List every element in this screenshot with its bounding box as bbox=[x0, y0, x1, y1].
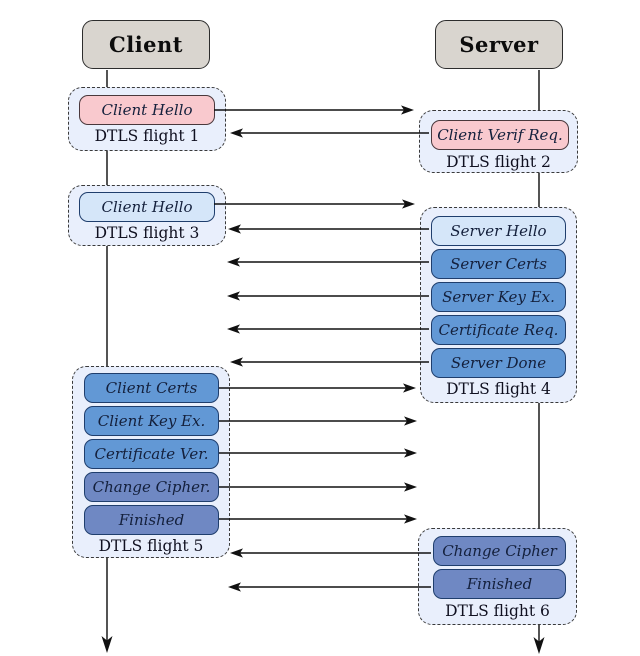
flow-client-certs bbox=[219, 383, 416, 393]
flight-4-group: Server Hello Server Certs Server Key Ex.… bbox=[420, 207, 577, 403]
flight-5-group: Client Certs Client Key Ex. Certificate … bbox=[72, 366, 230, 558]
flow-client-hello-2 bbox=[214, 199, 415, 209]
message-server-key-ex: Server Key Ex. bbox=[431, 282, 566, 312]
flow-change-cipher-server bbox=[230, 548, 431, 558]
flow-client-hello-1 bbox=[214, 105, 414, 115]
message-client-certs: Client Certs bbox=[84, 373, 219, 403]
flow-finished-server bbox=[228, 582, 431, 592]
message-client-hello-1: Client Hello bbox=[79, 95, 215, 125]
flow-client-key-ex bbox=[219, 416, 417, 426]
flow-client-verif-req bbox=[230, 128, 429, 138]
actor-client-label: Client bbox=[109, 32, 183, 57]
flow-certificate-ver bbox=[219, 448, 417, 458]
message-server-done: Server Done bbox=[431, 348, 566, 378]
flow-server-done bbox=[230, 357, 429, 367]
flight-2-label: DTLS flight 2 bbox=[446, 153, 551, 171]
message-certificate-req: Certificate Req. bbox=[431, 315, 566, 345]
message-change-cipher-server: Change Cipher bbox=[433, 536, 566, 566]
message-client-key-ex: Client Key Ex. bbox=[84, 406, 219, 436]
flow-certificate-req bbox=[227, 324, 429, 334]
client-lifeline-arrowhead-icon bbox=[101, 636, 113, 653]
message-client-hello-2: Client Hello bbox=[79, 192, 215, 222]
flight-4-label: DTLS flight 4 bbox=[446, 380, 551, 398]
actor-server-box: Server bbox=[435, 20, 563, 69]
message-client-verif-req: Client Verif Req. bbox=[431, 120, 569, 150]
actor-server-label: Server bbox=[459, 32, 539, 57]
flow-finished-client bbox=[219, 514, 417, 524]
flight-6-label: DTLS flight 6 bbox=[445, 602, 550, 620]
flight-2-group: Client Verif Req. DTLS flight 2 bbox=[419, 110, 578, 173]
flight-3-group: Client Hello DTLS flight 3 bbox=[68, 185, 226, 246]
message-finished-client: Finished bbox=[84, 505, 219, 535]
flight-5-label: DTLS flight 5 bbox=[98, 537, 204, 555]
flow-server-key-ex bbox=[227, 291, 429, 301]
flow-server-certs bbox=[227, 257, 429, 267]
actor-client-box: Client bbox=[82, 20, 210, 69]
message-certificate-ver: Certificate Ver. bbox=[84, 439, 219, 469]
flow-server-hello bbox=[228, 224, 429, 234]
message-server-hello: Server Hello bbox=[431, 216, 566, 246]
message-finished-server: Finished bbox=[433, 569, 566, 599]
flow-change-cipher-client bbox=[219, 482, 417, 492]
message-change-cipher-client: Change Cipher. bbox=[84, 472, 219, 502]
flight-3-label: DTLS flight 3 bbox=[94, 224, 200, 242]
flight-1-group: Client Hello DTLS flight 1 bbox=[68, 87, 226, 151]
flight-6-group: Change Cipher Finished DTLS flight 6 bbox=[418, 528, 577, 625]
message-server-certs: Server Certs bbox=[431, 249, 566, 279]
server-lifeline-arrowhead-icon bbox=[533, 637, 545, 654]
flight-1-label: DTLS flight 1 bbox=[94, 127, 200, 145]
